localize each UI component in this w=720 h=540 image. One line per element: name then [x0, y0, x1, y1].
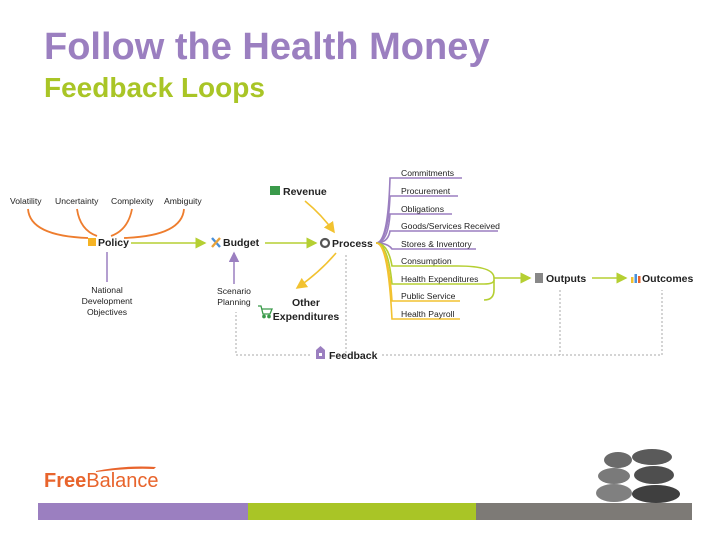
factor-ambiguity: Ambiguity — [164, 196, 202, 206]
budget-label: Budget — [223, 237, 260, 249]
feedback-label: Feedback — [329, 350, 378, 362]
factor-volatility: Volatility — [10, 196, 42, 206]
logo-free: Free — [44, 470, 87, 492]
policy-label: Policy — [98, 237, 129, 249]
factor-uncertainty: Uncertainty — [55, 196, 99, 206]
logo-balance: Balance — [86, 470, 159, 492]
process-label: Process — [332, 238, 373, 250]
otherexp-line-2: Expenditures — [273, 311, 340, 323]
page-title: Follow the Health Money — [44, 26, 490, 68]
stacked-stones-image — [596, 449, 680, 503]
revenue-process-arrow — [304, 200, 335, 234]
feedback-loop-lines — [235, 255, 663, 356]
process-icon — [319, 237, 331, 249]
process-otherexp-arrow — [295, 252, 337, 289]
revenue-label: Revenue — [283, 186, 327, 198]
outputs-label: Outputs — [546, 273, 586, 285]
objectives-line-1: National — [91, 285, 123, 295]
outputs-icon — [535, 273, 543, 283]
step-consumption: Consumption — [401, 256, 452, 266]
outcomes-icon — [631, 274, 641, 283]
policy-icon — [88, 238, 96, 246]
step-commitments: Commitments — [401, 168, 454, 178]
step-procurement: Procurement — [401, 186, 451, 196]
budget-icon — [211, 237, 221, 248]
outputs-bracket — [457, 265, 495, 301]
scenario-line-2: Planning — [217, 297, 251, 307]
step-stores-inventory: Stores & Inventory — [401, 239, 472, 249]
scenario-line-1: Scenario — [217, 286, 251, 296]
footer-bar-green — [248, 503, 476, 520]
factor-complexity: Complexity — [111, 196, 154, 206]
feedback-icon — [316, 346, 325, 359]
factor-connectors — [27, 208, 185, 239]
process-branches — [375, 177, 498, 320]
cart-icon — [258, 305, 273, 319]
objectives-line-3: Objectives — [87, 307, 127, 317]
revenue-icon — [270, 186, 280, 195]
outcomes-label: Outcomes — [642, 273, 694, 285]
step-goods-services: Goods/Services Received — [401, 221, 500, 231]
page-subtitle: Feedback Loops — [44, 72, 265, 103]
logo-swoosh — [96, 466, 156, 472]
step-obligations: Obligations — [401, 204, 444, 214]
otherexp-line-1: Other — [292, 297, 320, 309]
step-public-service: Public Service — [401, 291, 456, 301]
step-health-payroll: Health Payroll — [401, 309, 455, 319]
step-health-expenditures: Health Expenditures — [401, 274, 478, 284]
objectives-line-2: Development — [82, 296, 133, 306]
freebalance-logo: FreeBalance — [44, 470, 159, 493]
footer-bar-gray — [476, 503, 692, 520]
footer-bar-purple — [38, 503, 248, 520]
